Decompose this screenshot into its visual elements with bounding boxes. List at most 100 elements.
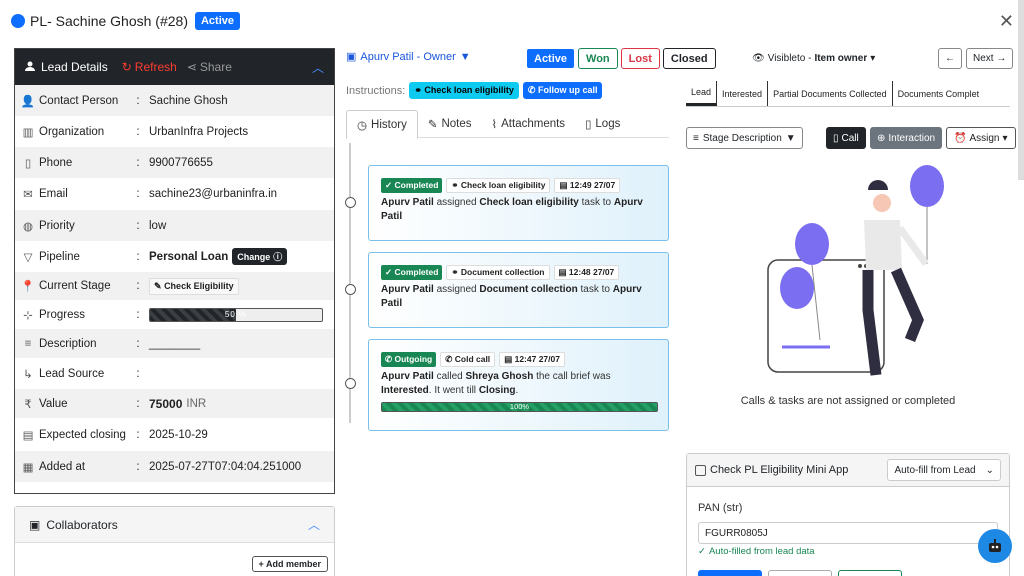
- share-button[interactable]: ⋖Share: [186, 60, 232, 74]
- autofill-select[interactable]: Auto-fill from Lead⌄: [887, 459, 1001, 481]
- check-circle-icon: ✓: [698, 546, 706, 557]
- arrow-right-icon: →: [996, 53, 1007, 64]
- collapse-chevron-icon[interactable]: ︿: [307, 518, 320, 532]
- pin-icon: 📍: [20, 281, 36, 293]
- stage-badge: ✎ Check Eligibility: [149, 277, 239, 295]
- clock-icon: ◷: [357, 119, 368, 132]
- text-lines-icon: ≡: [24, 337, 32, 350]
- caret-down-icon: ▾: [1002, 132, 1008, 144]
- event-time: ▤ 12:47 27/07: [499, 352, 565, 367]
- event-tag: ✆ Outgoing: [381, 352, 437, 367]
- activity-tabs: ◷History ✎Notes ⌇Attachments ▯Logs: [346, 110, 669, 139]
- secondary-button[interactable]: [768, 570, 832, 576]
- caret-down-icon: ▼: [459, 50, 471, 63]
- visibility-dropdown[interactable]: 👁 Visibleto - Item owner ▾: [752, 53, 876, 64]
- edit-icon: ✎: [154, 280, 162, 291]
- refresh-button[interactable]: ↻Refresh: [121, 60, 177, 74]
- row-contact-person: 👤Contact Person:Sachine Ghosh: [15, 85, 334, 116]
- tab-logs[interactable]: ▯Logs: [585, 117, 621, 131]
- closed-button[interactable]: Closed: [662, 48, 716, 69]
- scrollbar[interactable]: [1018, 0, 1024, 180]
- signpost-icon: ⊹: [23, 309, 33, 322]
- row-expected-closing: ▤Expected closing:2025-10-29: [22, 428, 208, 442]
- progress-bar: 50 %: [149, 307, 323, 322]
- instruction-follow-up[interactable]: ✆ Follow up call: [522, 82, 603, 99]
- lead-details-header: Lead Details ↻Refresh ⋖Share ︿: [15, 49, 334, 85]
- active-button[interactable]: Active: [526, 48, 576, 69]
- empty-state-illustration: [760, 160, 950, 383]
- collapse-chevron-icon[interactable]: ︿: [311, 60, 324, 75]
- stage-lead[interactable]: Lead: [686, 81, 718, 106]
- lost-button[interactable]: Lost: [620, 48, 660, 69]
- assign-button[interactable]: ⏰Assign▾: [946, 127, 1016, 149]
- stage-partial-docs[interactable]: Partial Documents Collected: [768, 81, 893, 106]
- alarm-icon: ⏰: [954, 132, 967, 144]
- add-member-button[interactable]: + Add member: [251, 556, 328, 572]
- bike-icon: ⚭: [451, 180, 459, 190]
- won-button[interactable]: Won: [578, 48, 618, 69]
- caret-down-icon: ▼: [785, 132, 796, 144]
- eligibility-mini-app: Check PL Eligibility Mini App Auto-fill …: [686, 453, 1010, 576]
- person-icon: 👤: [20, 95, 36, 108]
- chevron-down-icon: ⌄: [985, 464, 994, 476]
- event-time: ▤ 12:49 27/07: [554, 178, 621, 193]
- close-icon[interactable]: ✕: [998, 11, 1014, 31]
- phone-icon: ▯: [24, 157, 32, 170]
- person-badge-icon: ▣: [346, 51, 357, 63]
- row-priority: ◍Priority:low: [15, 210, 334, 241]
- prev-button[interactable]: ←: [938, 48, 962, 69]
- file-icon: ▯: [585, 118, 592, 131]
- event-text: Apurv Patil assigned Document collection…: [381, 284, 642, 309]
- chatbot-icon[interactable]: [978, 529, 1012, 563]
- empty-state-text: Calls & tasks are not assigned or comple…: [740, 395, 956, 407]
- calendar-check-icon: ▦: [22, 461, 34, 474]
- stage-docs-complete[interactable]: Documents Complet: [897, 88, 980, 99]
- calendar-icon: ▤: [22, 429, 34, 442]
- lead-details-card: Lead Details ↻Refresh ⋖Share ︿ 👤Contact …: [14, 48, 335, 494]
- row-email: ✉Email:sachine23@urbaninfra.in: [15, 178, 334, 210]
- history-event[interactable]: ✓ Completed⚭ Document collection▤ 12:48 …: [368, 252, 669, 328]
- instructions: Instructions: ⚭ Check loan eligibility ✆…: [346, 82, 603, 99]
- lead-details-title: Lead Details: [41, 60, 108, 74]
- history-event[interactable]: ✆ Outgoing✆ Cold call▤ 12:47 27/07 Apurv…: [368, 339, 669, 431]
- status-buttons: Active Won Lost Closed: [526, 48, 716, 69]
- history-event[interactable]: ✓ Completed⚭ Check loan eligibility▤ 12:…: [368, 165, 669, 241]
- event-time: ▤ 12:48 27/07: [553, 265, 620, 280]
- call-button[interactable]: ▯Call: [826, 127, 866, 149]
- stage-breadcrumb: Lead Interested Partial Documents Collec…: [686, 81, 1010, 107]
- collaborators-header[interactable]: ▣ Collaborators ︿: [15, 507, 334, 543]
- submit-button[interactable]: [698, 570, 762, 576]
- caret-down-icon: ▾: [870, 53, 876, 64]
- row-description: ≡Description:________: [15, 329, 334, 358]
- timeline-dot: [345, 197, 356, 208]
- owner-dropdown[interactable]: ▣ Apurv Patil - Owner ▼: [346, 50, 471, 64]
- record-nav: ← Next →: [938, 48, 1014, 69]
- stage-interested[interactable]: Interested: [717, 81, 769, 106]
- tertiary-button[interactable]: [838, 570, 902, 576]
- event-text: Apurv Patil called Shreya Ghosh the call…: [381, 371, 611, 396]
- filter-icon: ▽: [23, 251, 33, 264]
- info-icon: ⓘ: [273, 252, 283, 262]
- enable-checkbox[interactable]: [695, 464, 706, 476]
- timeline-dot: [345, 284, 356, 295]
- pan-input[interactable]: FGURR0805J: [698, 522, 998, 544]
- bike-icon: ⚭: [451, 267, 459, 277]
- calendar-icon: ▤: [504, 354, 513, 364]
- next-button[interactable]: Next →: [966, 48, 1014, 69]
- row-phone: ▯Phone:9900776655: [15, 147, 334, 178]
- phone-icon: ✆: [445, 354, 453, 364]
- list-icon: ≡: [693, 132, 699, 144]
- stage-description-button[interactable]: ≡Stage Description▼: [686, 127, 803, 149]
- contact-card-icon: ▣: [29, 517, 41, 532]
- tab-history[interactable]: ◷History: [346, 110, 418, 139]
- event-progress-bar: 100%: [381, 402, 658, 412]
- pan-label: PAN (str): [698, 502, 743, 514]
- tab-attachments[interactable]: ⌇Attachments: [491, 117, 566, 131]
- instruction-check-eligibility[interactable]: ⚭ Check loan eligibility: [409, 82, 519, 99]
- event-task: ⚭ Check loan eligibility: [446, 178, 551, 193]
- tab-notes[interactable]: ✎Notes: [427, 117, 472, 131]
- bike-icon: ⚭: [414, 85, 422, 95]
- interaction-button[interactable]: ⊕Interaction: [870, 127, 943, 149]
